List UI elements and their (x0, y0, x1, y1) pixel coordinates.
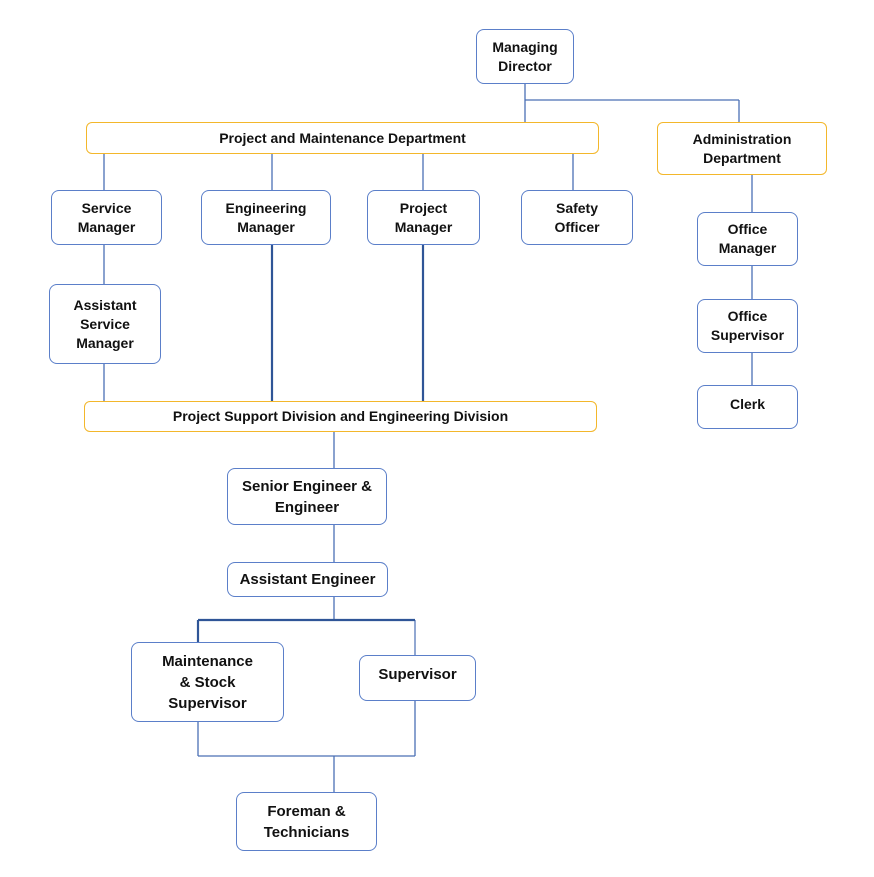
office-supervisor-label: Office Supervisor (710, 308, 785, 343)
foreman-technicians-label: Foreman & Technicians (263, 802, 350, 841)
assistant-service-manager-label: Assistant Service Manager (73, 296, 137, 351)
project-maintenance-dept-box: Project and Maintenance Department (86, 122, 599, 154)
assistant-engineer-box: Assistant Engineer (227, 562, 388, 597)
clerk-box: Clerk (697, 385, 798, 429)
foreman-technicians-box: Foreman & Technicians (236, 792, 377, 851)
engineering-manager-label: Engineering Manager (225, 199, 307, 235)
assistant-service-manager-box: Assistant Service Manager (49, 284, 161, 364)
assistant-engineer-label: Assistant Engineer (239, 571, 376, 588)
service-manager-label: Service Manager (77, 199, 136, 235)
project-support-division-label: Project Support Division and Engineering… (172, 408, 509, 424)
maintenance-stock-supervisor-box: Maintenance & Stock Supervisor (131, 642, 284, 722)
project-manager-box: Project Manager (367, 190, 480, 245)
managing-director-box: Managing Director (476, 29, 574, 84)
project-maintenance-dept-label: Project and Maintenance Department (219, 129, 466, 146)
supervisor-label: Supervisor (378, 666, 457, 683)
office-manager-box: Office Manager (697, 212, 798, 266)
maintenance-stock-supervisor-label: Maintenance & Stock Supervisor (162, 652, 253, 712)
administration-dept-box: Administration Department (657, 122, 827, 175)
service-manager-box: Service Manager (51, 190, 162, 245)
managing-director-label: Managing Director (492, 38, 558, 74)
administration-dept-label: Administration Department (692, 130, 792, 166)
engineering-manager-box: Engineering Manager (201, 190, 331, 245)
supervisor-box: Supervisor (359, 655, 476, 701)
senior-engineer-box: Senior Engineer & Engineer (227, 468, 387, 525)
senior-engineer-label: Senior Engineer & Engineer (241, 477, 373, 516)
clerk-label: Clerk (729, 396, 766, 412)
safety-officer-label: Safety Officer (554, 199, 600, 235)
project-support-division-box: Project Support Division and Engineering… (84, 401, 597, 432)
project-manager-label: Project Manager (394, 199, 453, 235)
safety-officer-box: Safety Officer (521, 190, 633, 245)
office-supervisor-box: Office Supervisor (697, 299, 798, 353)
office-manager-label: Office Manager (718, 221, 777, 256)
